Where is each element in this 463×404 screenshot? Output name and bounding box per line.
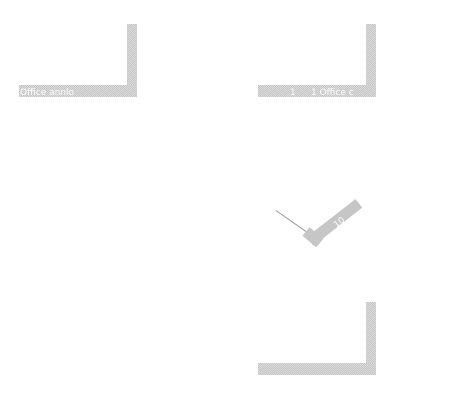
bracket-top-right-vertical	[366, 24, 376, 97]
bracket-top-right-horizontal	[258, 85, 376, 97]
bracket-top-left-label: Office annlo	[20, 88, 75, 98]
bracket-top-right-label: 1 Office c	[311, 88, 354, 98]
bracket-bottom-right-horizontal	[258, 363, 376, 375]
bracket-bottom-right-vertical	[366, 302, 376, 375]
bracket-top-left-horizontal	[19, 85, 137, 97]
bracket-top-right-number: 1	[290, 88, 296, 98]
checkmark-hairline	[275, 210, 308, 233]
bracket-top-left-vertical	[127, 24, 137, 97]
